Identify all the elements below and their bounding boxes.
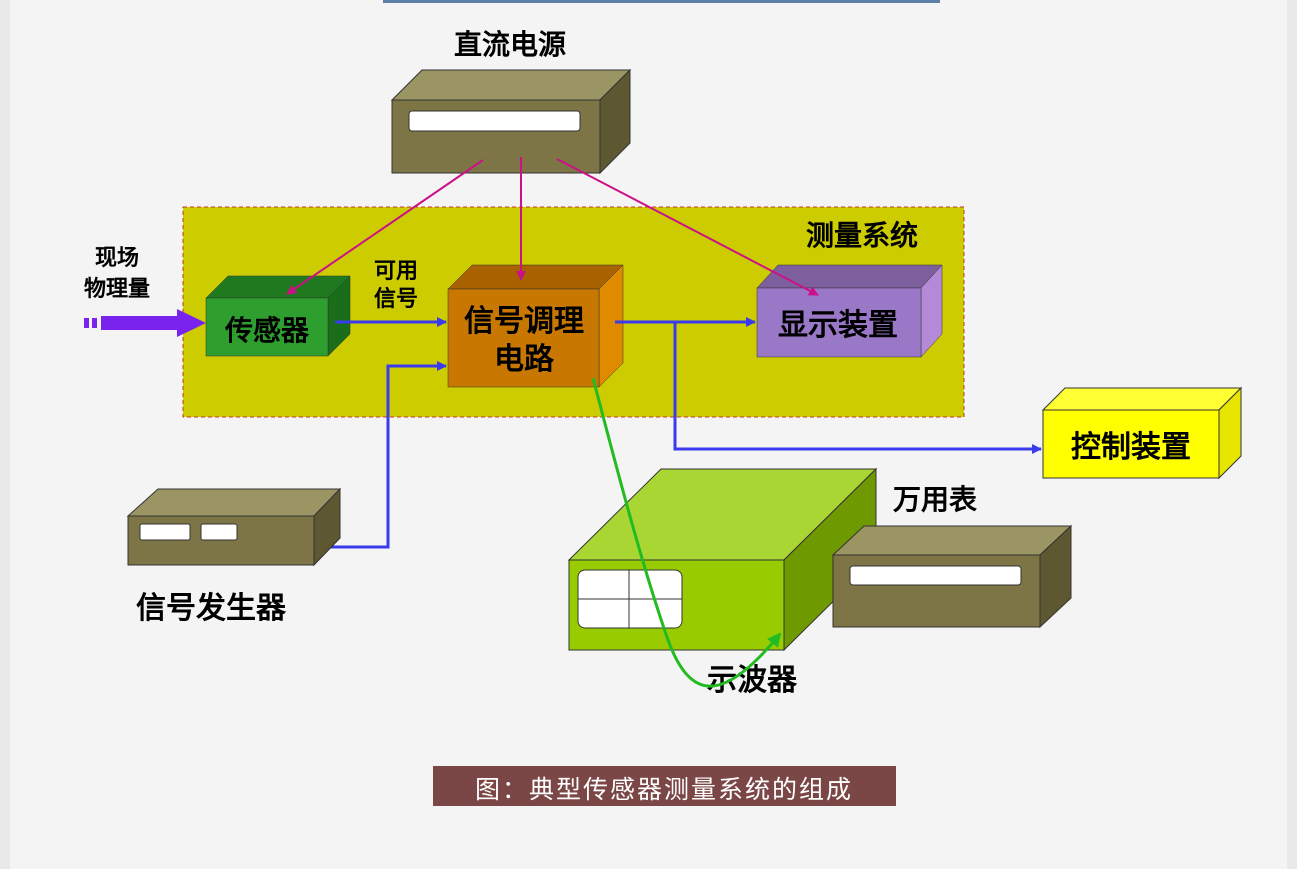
oscilloscope-probe-curve — [591, 377, 782, 688]
input-arrow — [84, 309, 206, 337]
usable-signal-label-line2: 信号 — [374, 286, 418, 312]
field-quantity-label-line2: 物理量 — [84, 276, 150, 302]
signal-generator-label: 信号发生器 — [136, 591, 287, 626]
field-quantity-label-line1: 现场 — [95, 246, 139, 271]
oscilloscope-label: 示波器 — [707, 663, 798, 698]
generator-to-conditioning-arrow — [306, 361, 447, 549]
power-supply-icon — [390, 68, 632, 175]
usable-signal-label-line1: 可用 — [374, 259, 418, 284]
top-accent-bar — [383, 0, 940, 3]
multimeter-label: 万用表 — [893, 483, 977, 516]
conditioning-label-line2: 电路 — [494, 342, 555, 377]
sensor-block — [205, 275, 351, 357]
conditioning-label-line1: 信号调理 — [464, 304, 584, 339]
multimeter-icon — [831, 524, 1073, 629]
control-block — [1041, 386, 1243, 480]
caption-box — [433, 766, 896, 806]
signal-generator-icon — [126, 487, 342, 567]
power-to-display-arrow — [556, 158, 819, 296]
conditioning-to-control-arrow — [673, 322, 1042, 454]
power-to-sensor-arrow — [286, 159, 484, 295]
sensor-label: 传感器 — [224, 314, 310, 347]
caption-text: 图：典型传感器测量系统的组成 — [475, 775, 853, 804]
oscilloscope-icon — [567, 467, 878, 652]
measurement-system-label: 测量系统 — [806, 219, 918, 252]
display-label: 显示装置 — [778, 308, 898, 343]
conditioning-block — [447, 264, 624, 388]
control-label: 控制装置 — [1071, 430, 1191, 465]
power-supply-label: 直流电源 — [454, 28, 566, 61]
display-block — [756, 264, 943, 358]
